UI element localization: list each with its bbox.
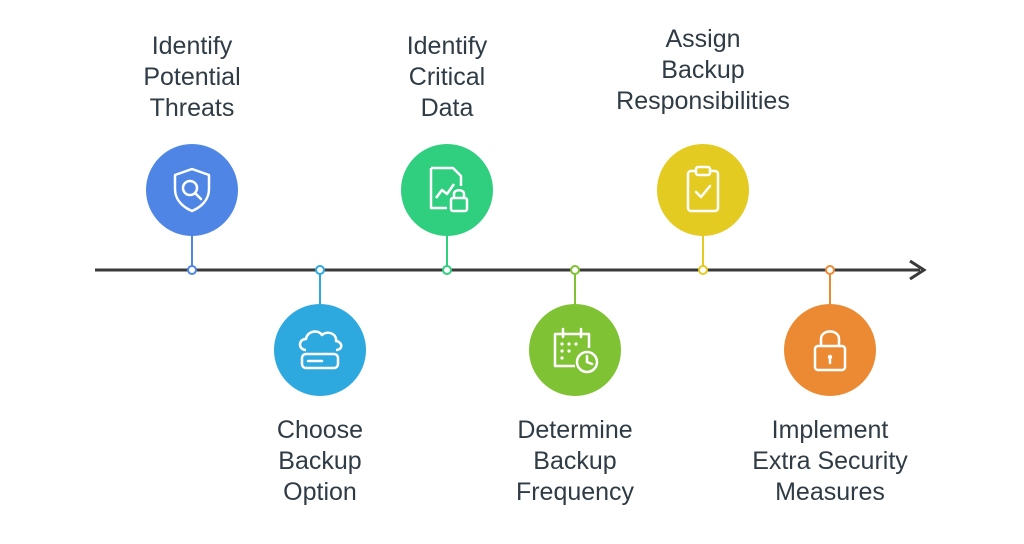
step-label: Determine Backup Frequency <box>515 416 635 506</box>
connector <box>319 274 321 310</box>
timeline-node <box>698 265 708 275</box>
connector <box>702 232 704 268</box>
cloud-storage-icon <box>298 330 343 370</box>
data-lock-icon <box>429 166 469 213</box>
clipboard-check-icon <box>686 165 720 213</box>
shield-search-icon <box>173 167 211 213</box>
lock-icon <box>813 330 847 372</box>
step-circle <box>657 144 749 236</box>
calendar-clock-icon <box>553 327 599 374</box>
connector <box>574 274 576 310</box>
step-label: Implement Extra Security Measures <box>752 416 908 506</box>
timeline-node <box>442 265 452 275</box>
connector <box>446 232 448 268</box>
step-circle <box>784 304 876 396</box>
step-circle <box>529 304 621 396</box>
step-label: Assign Backup Responsibilities <box>616 25 790 115</box>
timeline-node <box>187 265 197 275</box>
arrow-head-icon <box>909 259 927 281</box>
step-label: Identify Critical Data <box>406 32 488 122</box>
step-circle <box>274 304 366 396</box>
step-circle <box>146 144 238 236</box>
connector <box>829 274 831 310</box>
step-circle <box>401 144 493 236</box>
step-label: Identify Potential Threats <box>143 32 241 122</box>
step-label: Choose Backup Option <box>276 416 364 506</box>
connector <box>191 232 193 268</box>
